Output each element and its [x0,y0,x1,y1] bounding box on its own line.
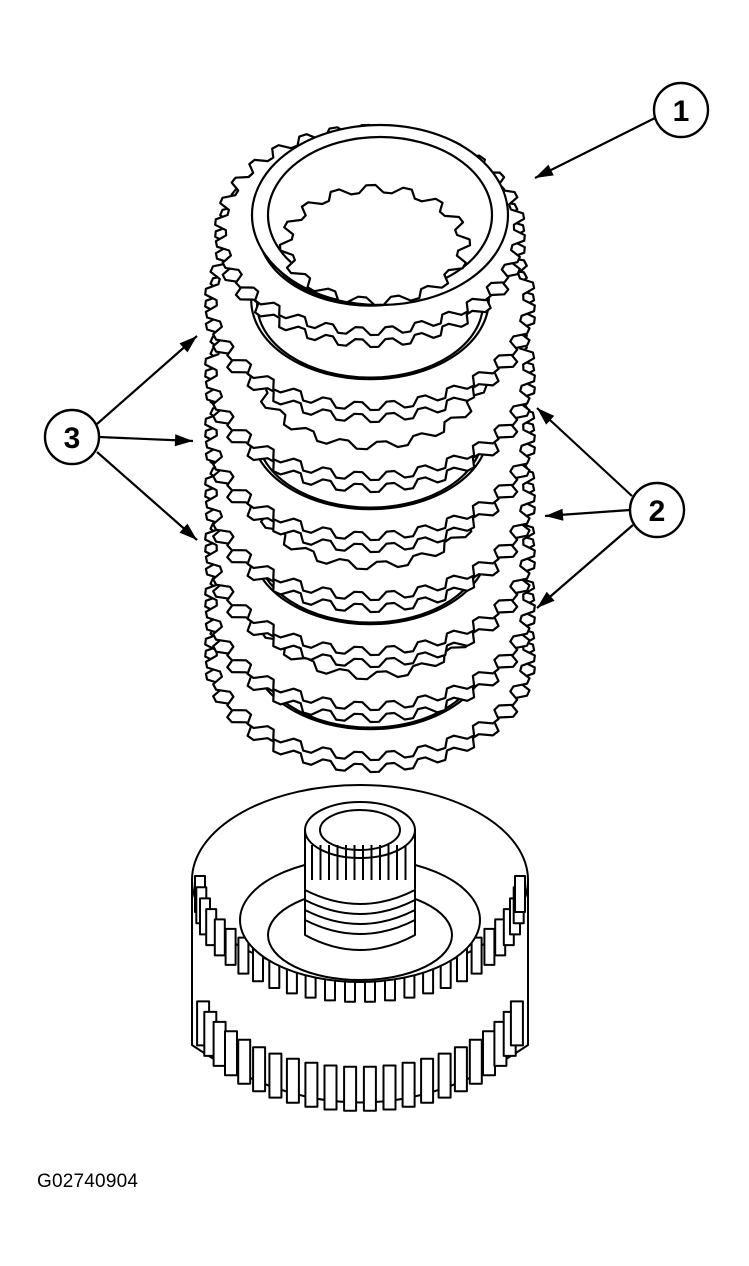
drum-slot [343,1065,358,1112]
callout-2: 2 [628,481,686,539]
arrowhead [537,408,555,425]
drum-slot [420,1057,435,1104]
callout-3-label: 3 [64,422,81,455]
drum-slot [509,1000,524,1047]
drum-slot [224,927,237,966]
drum-slot [483,927,496,966]
clutch-plate-stack [204,123,536,774]
piston-ring [250,123,510,307]
arrowhead [179,523,197,540]
drum-slot [382,1064,397,1111]
leader-line [96,335,198,425]
arrowhead [174,434,193,447]
drum-slot [453,1046,468,1093]
drum-slot [437,1052,452,1099]
drum-slot [304,1061,319,1108]
drum-slot [470,936,483,975]
drum-slot [362,1065,377,1112]
arrowhead [179,336,197,353]
leader-line [96,451,198,541]
leader-line [536,524,634,609]
callout-leaders [96,117,656,609]
figure-id: G02740904 [37,1171,139,1192]
drum-slot [268,1052,283,1099]
callout-1: 1 [652,81,710,139]
leader-line [534,117,656,179]
clutch-drum-hub [191,784,529,1112]
callout-2-label: 2 [649,495,666,528]
arrowhead [545,508,564,521]
drum-slot [482,1030,496,1077]
drum-slot [468,1038,483,1085]
drum-slot [285,1057,300,1104]
drum-slot [237,1038,252,1085]
arrowhead [535,164,554,178]
drum-slot [237,936,250,975]
drum-slot [224,1030,238,1077]
callout-1-label: 1 [673,95,690,128]
drum-slot [212,1020,227,1067]
drum-slot [213,918,226,957]
drum-slot [514,875,526,913]
drum-slot [323,1064,338,1111]
arrowhead [537,591,555,608]
callout-3: 3 [43,408,101,466]
leader-line [536,407,633,497]
drum-slot [252,1046,267,1093]
drum-slot [401,1061,416,1108]
